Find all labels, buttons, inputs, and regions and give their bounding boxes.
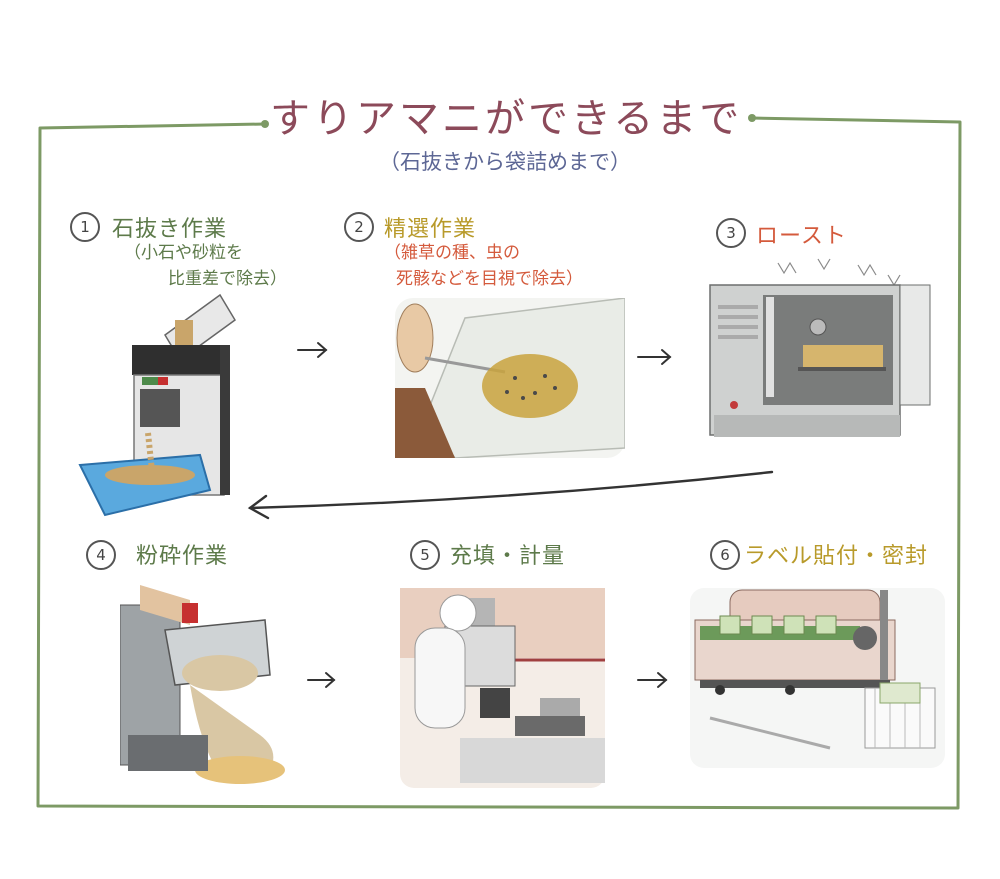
step-1-note-line1: （小石や砂粒を <box>124 243 243 263</box>
arrow-2-3 <box>637 349 672 365</box>
arrow-5-6 <box>637 672 668 688</box>
step-2-label: 精選作業 <box>384 217 477 242</box>
step-2-number: 2 <box>344 212 374 242</box>
border-line <box>36 116 962 810</box>
arrow-3-4 <box>247 470 774 520</box>
step-4-label: 粉砕作業 <box>136 544 229 569</box>
step-1-label: 石抜き作業 <box>112 217 228 242</box>
step-5-label: 充填・計量 <box>450 544 566 569</box>
step-3-number: 3 <box>716 218 746 248</box>
roasting-oven-icon <box>709 258 931 437</box>
stone-removal-machine-icon <box>78 293 236 517</box>
diagram-title: すりアマニができるまで <box>270 96 743 142</box>
arrow-4-5 <box>307 672 336 688</box>
step-6-number: 6 <box>710 540 740 570</box>
step-5-number: 5 <box>410 540 440 570</box>
step-3-label: ロースト <box>756 224 847 249</box>
step-1-note-line2: 比重差で除去） <box>168 269 287 289</box>
sealing-machine-icon <box>690 588 945 768</box>
diagram-subtitle: （石抜きから袋詰めまで） <box>379 150 631 174</box>
filling-machine-icon <box>400 588 605 788</box>
step-2-note-line1: （雑草の種、虫の <box>384 243 520 263</box>
arrow-1-2 <box>297 342 328 358</box>
grinder-icon <box>120 585 285 784</box>
step-6-label: ラベル貼付・密封 <box>744 544 929 569</box>
step-2-note-line2: 死骸などを目視で除去） <box>396 269 583 289</box>
seed-sorting-tray-icon <box>395 298 625 458</box>
step-1-number: 1 <box>70 212 100 242</box>
step-4-number: 4 <box>86 540 116 570</box>
